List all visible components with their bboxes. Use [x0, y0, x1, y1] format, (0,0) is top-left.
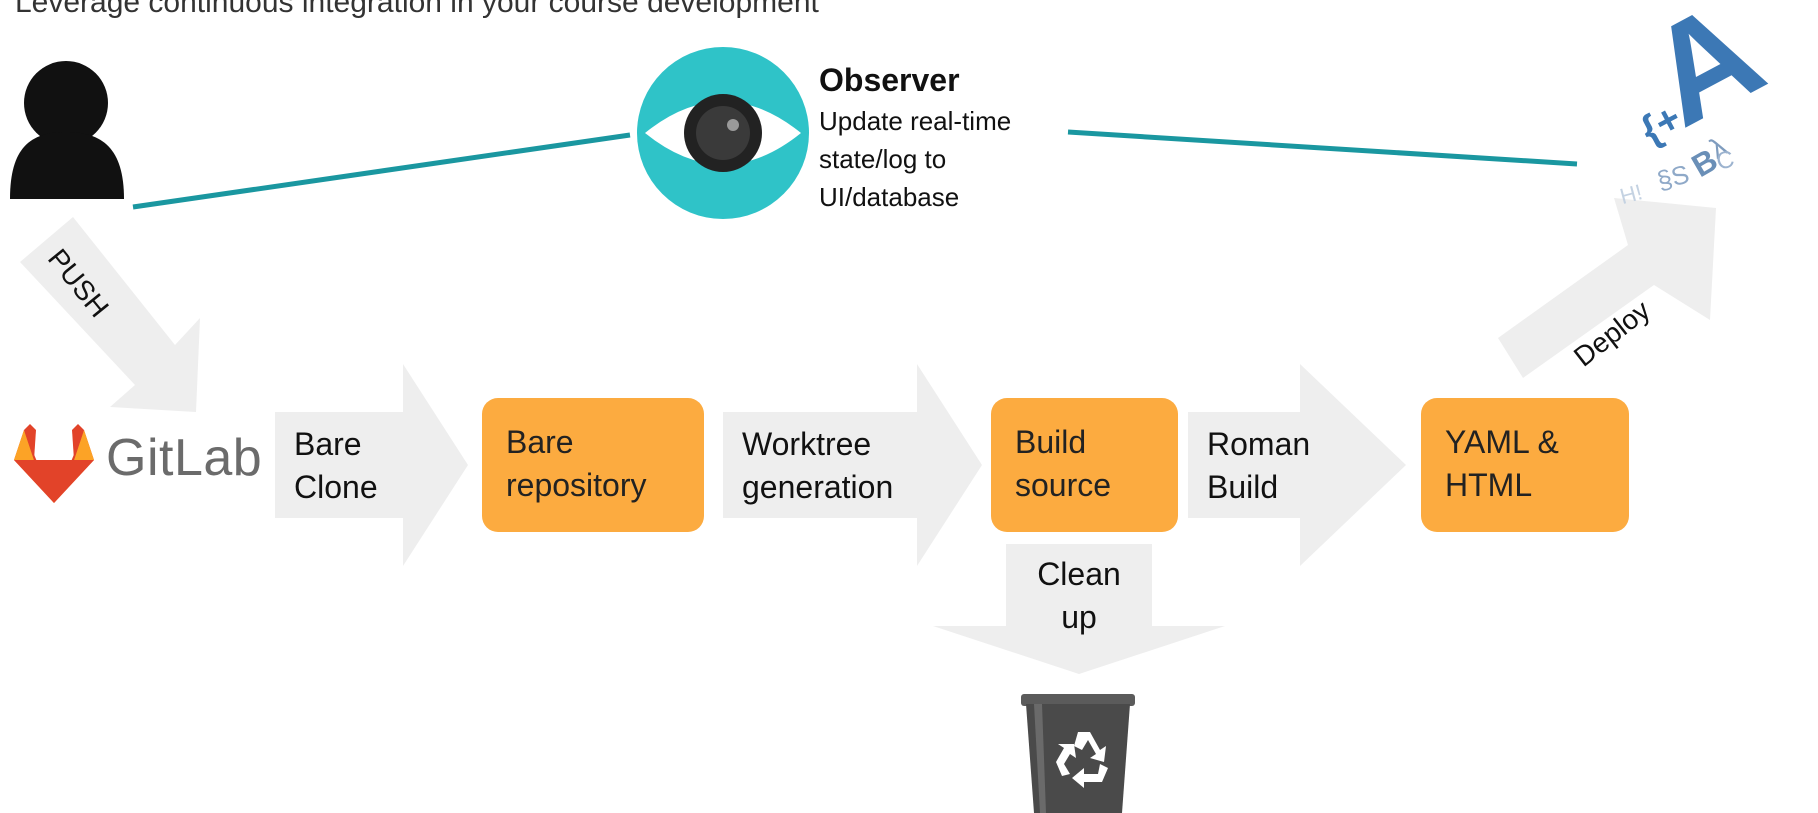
cleanup-label: Clean up	[1037, 556, 1121, 635]
cleanup-arrow	[933, 544, 1225, 674]
svg-text:C: C	[1713, 145, 1737, 176]
observer-line-3: UI/database	[819, 182, 960, 212]
deploy-arrow	[1498, 198, 1716, 378]
box-build-source: Build source	[991, 398, 1178, 532]
stage-arrow-2	[723, 364, 982, 566]
gitlab-logo-icon	[14, 424, 94, 503]
stage-arrow-label-roman-build: Roman Build	[1207, 426, 1311, 505]
stage-arrow-3	[1188, 364, 1406, 566]
observer-line-left	[132, 132, 631, 210]
stage-arrow-label-bare-clone: Bare Clone	[294, 426, 378, 505]
recycle-icon	[1056, 732, 1108, 788]
letters-logo-icon: A {+ B λ §S C H!	[1617, 0, 1785, 209]
page-subtitle: Leverage continuous integration in your …	[15, 0, 819, 19]
observer-line-right	[1067, 129, 1578, 167]
svg-text:§S: §S	[1654, 159, 1692, 196]
box-bare-repository: Bare repository	[482, 398, 704, 532]
user-icon	[10, 61, 124, 199]
stage-arrow-label-worktree-generation: Worktree generation	[742, 426, 894, 505]
observer-line-2: state/log to	[819, 144, 947, 174]
eye-icon	[637, 47, 809, 219]
gitlab-wordmark: GitLab	[106, 429, 263, 487]
observer-line-1: Update real-time	[819, 106, 1012, 136]
push-arrow	[20, 217, 200, 412]
box-yaml-html: YAML & HTML	[1421, 398, 1629, 532]
observer-description: Observer Update real-time state/log to U…	[819, 58, 1011, 216]
stage-arrow-1	[275, 364, 468, 566]
trash-bin-icon	[1021, 694, 1135, 813]
observer-title: Observer	[819, 62, 960, 98]
